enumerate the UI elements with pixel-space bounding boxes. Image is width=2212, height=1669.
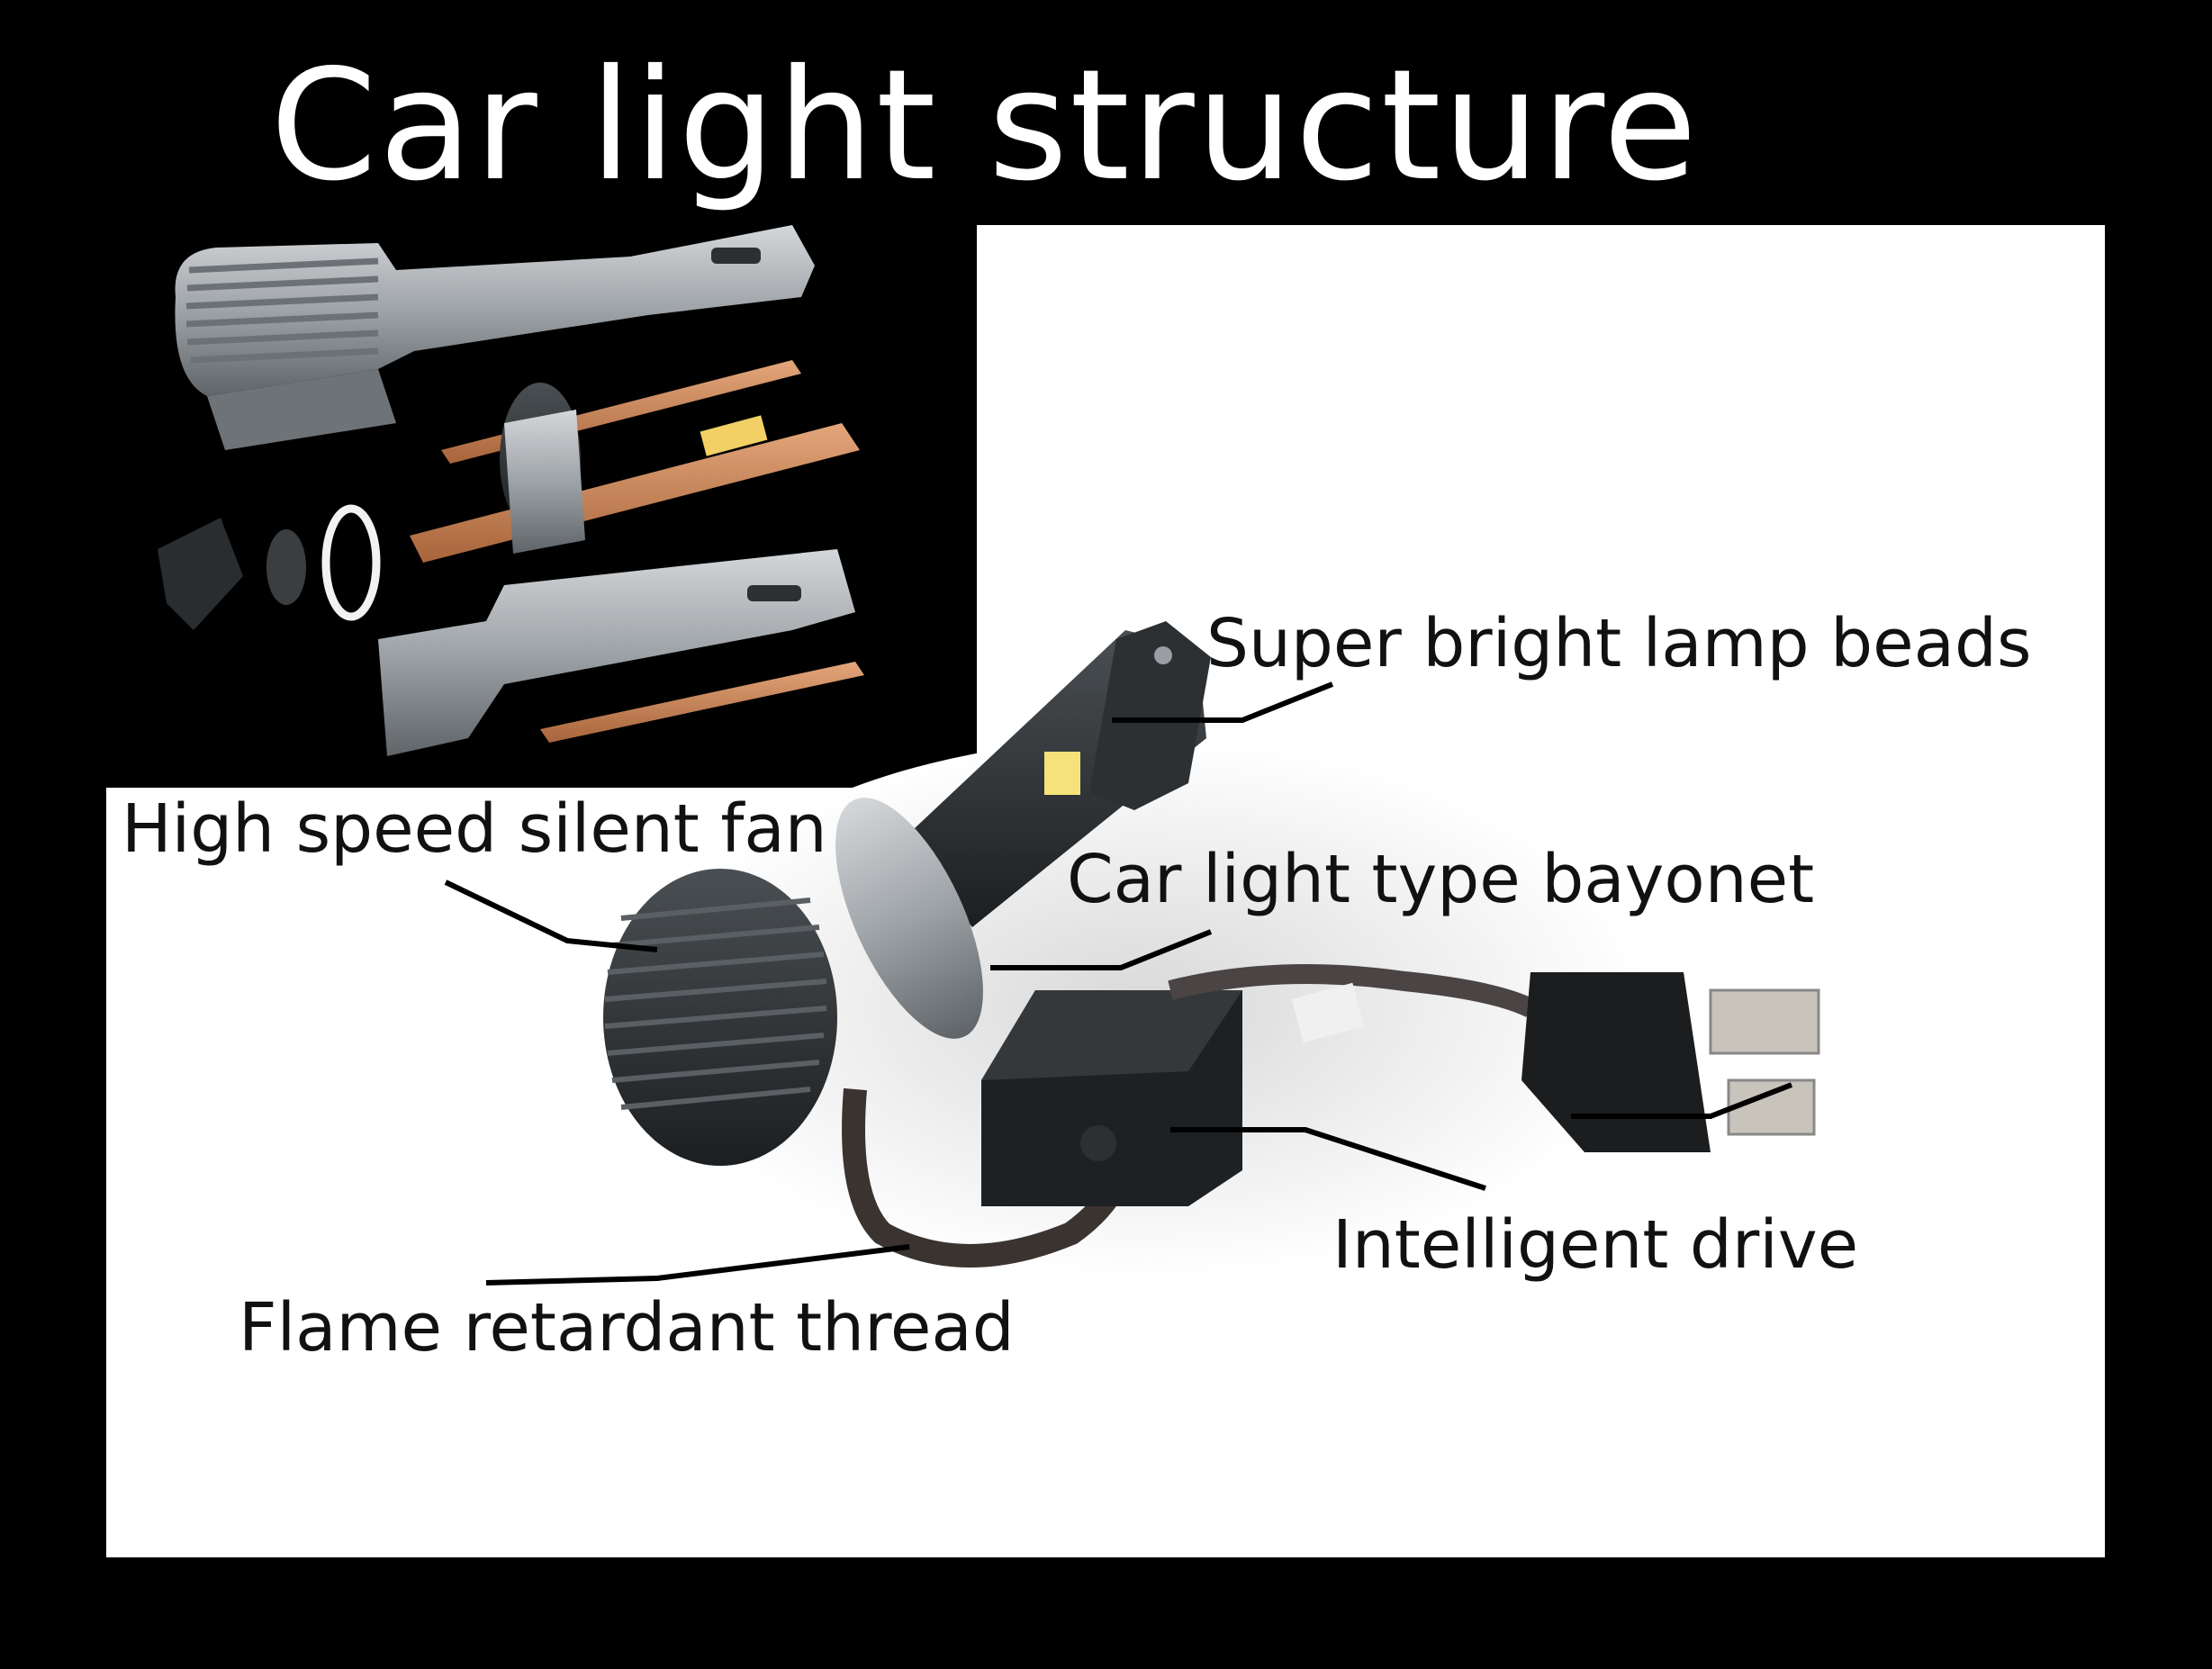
fan-disc-oring xyxy=(158,504,381,630)
driver-box xyxy=(981,990,1242,1206)
label-intelligent-drive: Intelligent drive xyxy=(1332,1206,1859,1284)
copper-rods-and-ring xyxy=(410,360,860,563)
exploded-view-illustration xyxy=(158,225,864,756)
bayonet-ring xyxy=(835,798,983,1039)
leader-line-bayonet xyxy=(990,929,1213,970)
heat-sink xyxy=(603,869,837,1166)
label-car-light-type-bayonet: Car light type bayonet xyxy=(1067,841,1815,918)
leader-line-plug xyxy=(1571,1082,1793,1119)
assembled-bulb-illustration xyxy=(603,621,1820,1278)
label-super-bright-lamp-beads: Super bright lamp beads xyxy=(1206,605,2032,682)
leader-line-thread xyxy=(485,1244,910,1286)
h4-plug xyxy=(1521,972,1820,1152)
leader-line-fan xyxy=(444,880,658,952)
upper-housing xyxy=(175,225,815,450)
lower-housing xyxy=(378,549,864,756)
label-high-speed-silent-fan: High speed silent fan xyxy=(122,790,827,868)
led-chip xyxy=(1044,752,1080,795)
leader-line-drive xyxy=(1170,1127,1486,1191)
lamp-head xyxy=(1089,621,1211,810)
cable-to-plug xyxy=(1168,964,1535,1017)
page-title: Car light structure xyxy=(270,37,1700,215)
label-flame-retardant-thread: Flame retardant thread xyxy=(239,1289,1015,1367)
leader-lines xyxy=(444,681,1793,1286)
leader-line-lamp-beads xyxy=(1112,681,1334,723)
